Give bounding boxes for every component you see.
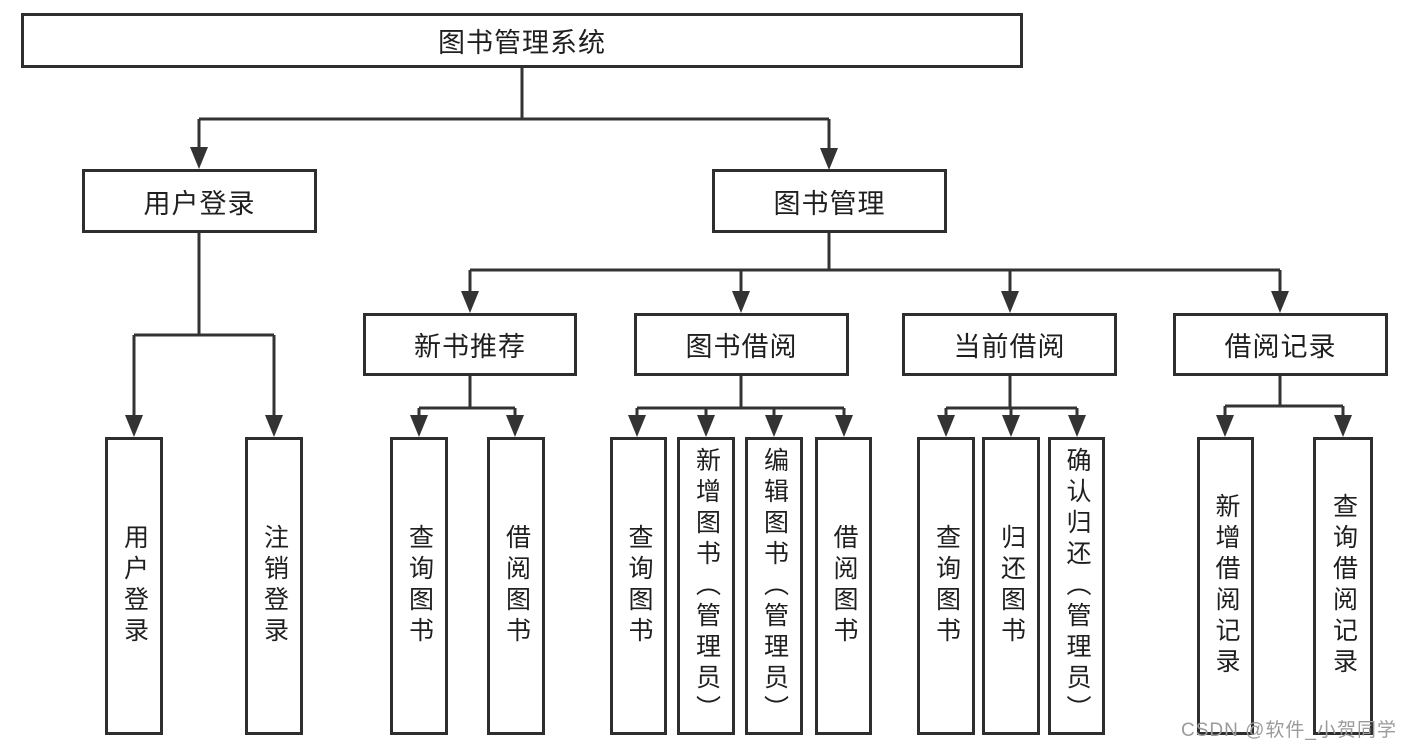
leaf-edit-books-admin: 编辑图书（管理员） <box>745 437 803 735</box>
leaf-add-books-admin: 新增图书（管理员） <box>677 437 735 735</box>
leaf-confirm-return-admin: 确认归还（管理员） <box>1048 437 1105 735</box>
leaf-user-login: 用户登录 <box>105 437 163 735</box>
leaf-search-books-borrowing: 查询图书 <box>610 437 667 735</box>
node-new-book-recommendation: 新书推荐 <box>363 313 577 376</box>
leaf-borrow-books-recommend: 借阅图书 <box>487 437 545 735</box>
node-library-management-system: 图书管理系统 <box>21 13 1023 68</box>
node-current-borrowing: 当前借阅 <box>902 313 1117 376</box>
watermark: CSDN @软件_小贺同学 <box>1181 720 1397 741</box>
node-borrowing-records: 借阅记录 <box>1173 313 1388 376</box>
arrowheads <box>125 147 1352 437</box>
node-user-login: 用户登录 <box>82 169 317 233</box>
leaf-search-books-recommend: 查询图书 <box>390 437 448 735</box>
node-book-management: 图书管理 <box>712 169 947 233</box>
leaf-borrow-books-borrowing: 借阅图书 <box>815 437 872 735</box>
leaf-logout: 注销登录 <box>245 437 303 735</box>
leaf-return-books: 归还图书 <box>982 437 1040 735</box>
node-book-borrowing: 图书借阅 <box>634 313 849 376</box>
leaf-add-borrow-record: 新增借阅记录 <box>1197 437 1254 735</box>
leaf-search-borrow-record: 查询借阅记录 <box>1313 437 1373 735</box>
leaf-search-books-current: 查询图书 <box>917 437 975 735</box>
